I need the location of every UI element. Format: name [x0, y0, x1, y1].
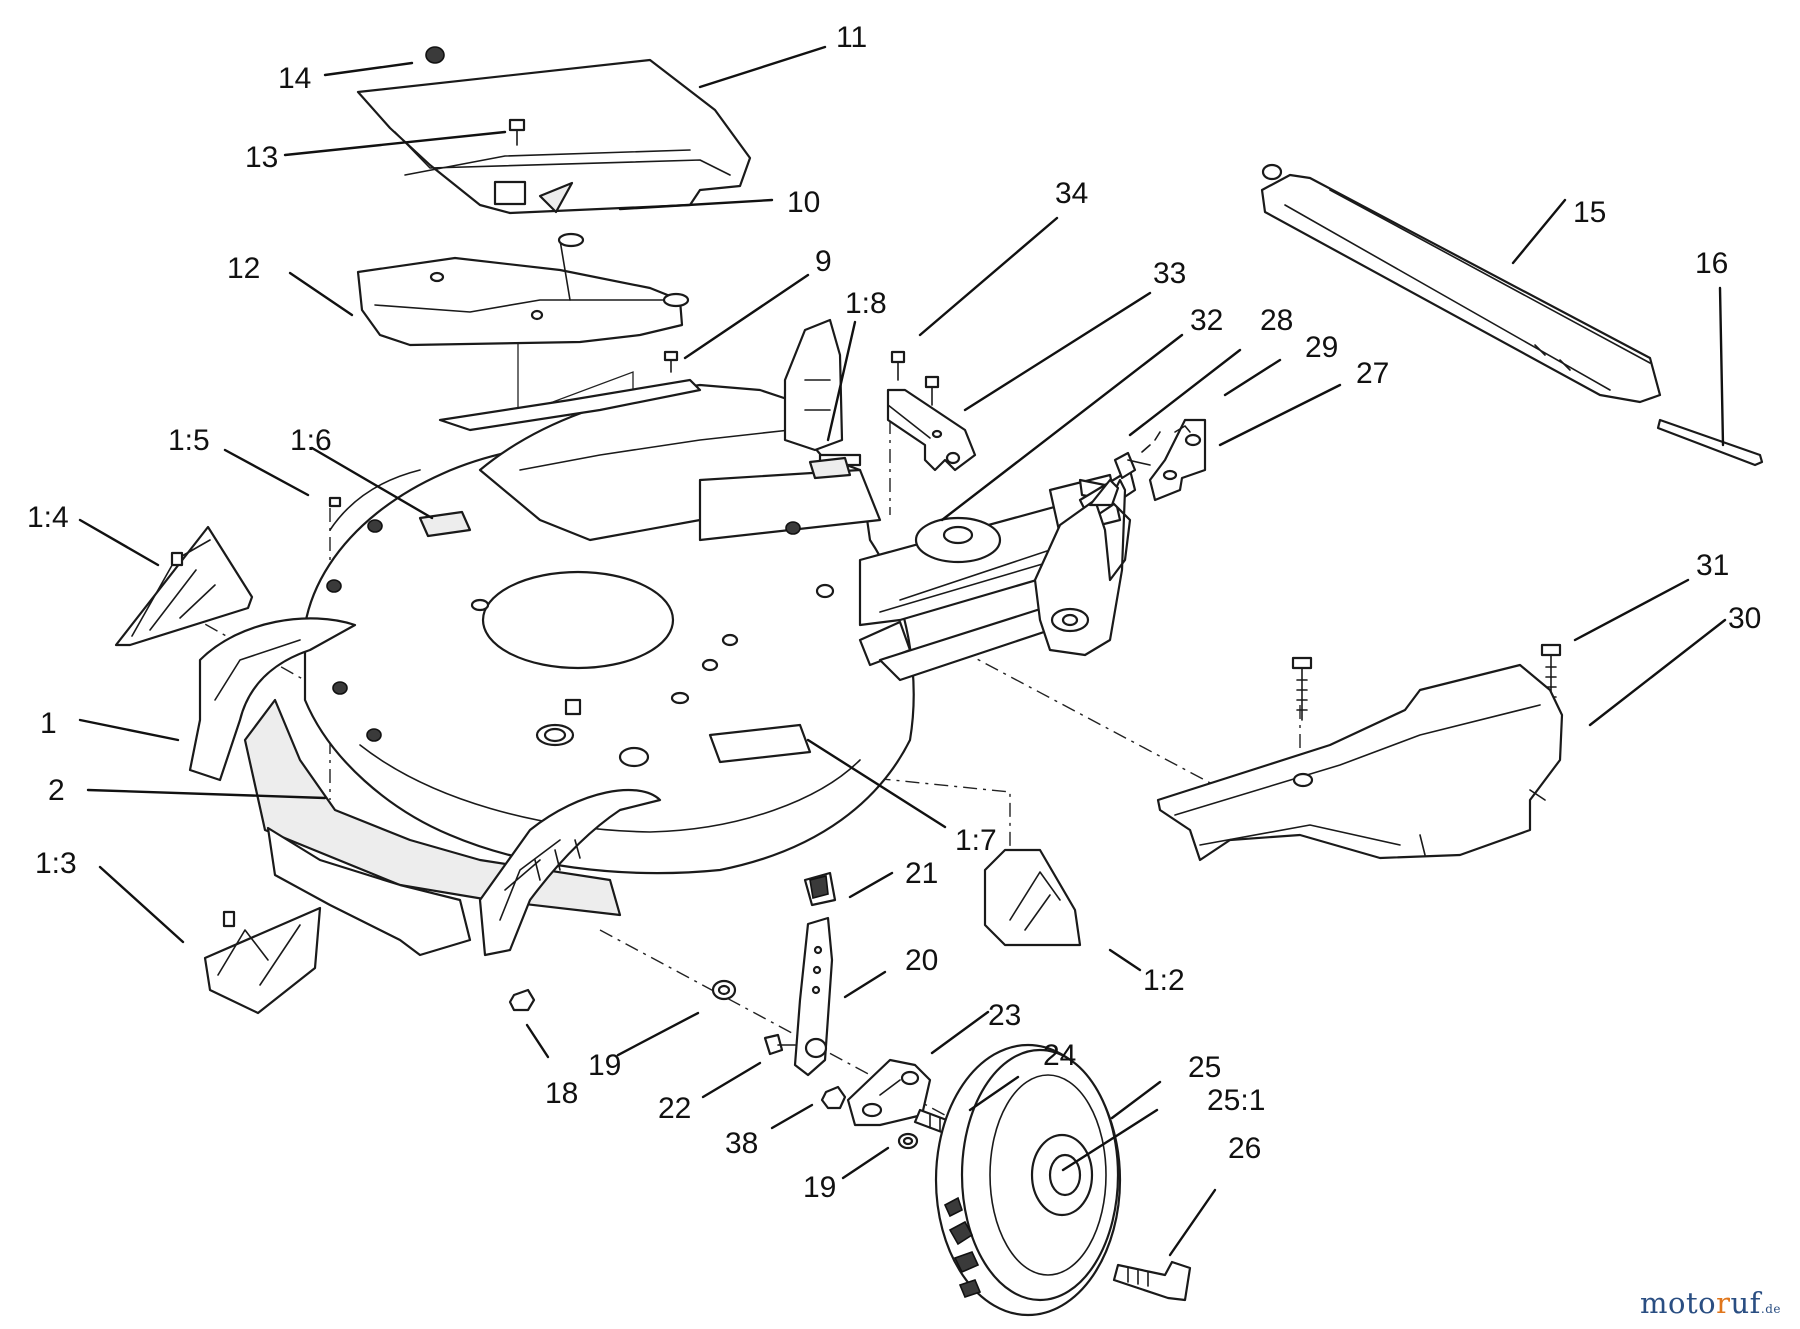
part-1-front-bumper [188, 617, 662, 957]
callout-32: 32 [1190, 304, 1223, 337]
callout-18: 18 [545, 1077, 578, 1110]
brand-tld: .de [1760, 1302, 1781, 1316]
part-9-screw [663, 350, 679, 373]
callout-27: 27 [1356, 357, 1389, 390]
callout-1-8: 1:8 [845, 287, 887, 320]
brand-suffix: uf [1730, 1286, 1761, 1320]
callout-25-1: 25:1 [1207, 1084, 1265, 1117]
part-12-chute-base [356, 232, 690, 347]
callout-28: 28 [1260, 304, 1293, 337]
callout-1: 1 [40, 707, 57, 740]
callout-1-5: 1:5 [168, 424, 210, 457]
brand-prefix: moto [1640, 1286, 1717, 1320]
right-side-plate [1033, 478, 1132, 657]
callout-1-4: 1:4 [27, 501, 69, 534]
part-20-height-bracket [793, 916, 834, 1077]
part-23-wheel-arm [846, 1058, 932, 1127]
part-21-clip [803, 871, 837, 907]
part-1-4-baffle [114, 525, 254, 647]
callout-9: 9 [815, 245, 832, 278]
deck-hardware [326, 496, 835, 742]
part-25-wheel [934, 1043, 1122, 1317]
callout-26: 26 [1228, 1132, 1261, 1165]
callout-2: 2 [48, 774, 65, 807]
callout-16: 16 [1695, 247, 1728, 280]
brand-highlight: r [1716, 1286, 1731, 1320]
callout-24: 24 [1043, 1039, 1076, 1072]
callout-38: 38 [725, 1127, 758, 1160]
callout-12: 12 [227, 252, 260, 285]
callout-33: 33 [1153, 257, 1186, 290]
part-15-handle [1260, 163, 1662, 404]
callout-31: 31 [1696, 549, 1729, 582]
part-13-screw [508, 118, 526, 146]
callout-29: 29 [1305, 331, 1338, 364]
part-1-3-baffle [203, 906, 322, 1015]
callout-15: 15 [1573, 196, 1606, 229]
part-26-wheel-bolt [1112, 1260, 1192, 1302]
callout-1-2: 1:2 [1143, 964, 1185, 997]
callout-25: 25 [1188, 1051, 1221, 1084]
part-14-knob [425, 46, 445, 64]
callout-1-6: 1:6 [290, 424, 332, 457]
callout-23: 23 [988, 999, 1021, 1032]
callout-19-a: 19 [588, 1049, 621, 1082]
callout-20: 20 [905, 944, 938, 977]
part-31-bolts [1291, 643, 1562, 721]
part-1-2-baffle [983, 848, 1082, 947]
callout-10: 10 [787, 186, 820, 219]
callout-19-b: 19 [803, 1171, 836, 1204]
part-33-bracket [886, 388, 977, 472]
rear-housing [438, 318, 882, 542]
brand-watermark: motoruf.de [1640, 1286, 1781, 1320]
hardware-nuts-washers [508, 979, 919, 1150]
callout-1-3: 1:3 [35, 847, 77, 880]
callout-11: 11 [836, 21, 867, 54]
callout-14: 14 [278, 62, 311, 95]
callout-21: 21 [905, 857, 938, 890]
callout-1-7: 1:7 [955, 824, 997, 857]
part-34-bolts [890, 350, 940, 406]
leader-lines [78, 45, 1727, 1257]
callout-22: 22 [658, 1092, 691, 1125]
part-11-chute-cover [356, 58, 752, 215]
callout-labels: 14 11 13 10 12 9 1:8 34 33 32 28 29 27 1… [27, 21, 1761, 1204]
part-30-rear-cover [1156, 663, 1564, 862]
part-16-rod [1656, 418, 1764, 467]
callout-34: 34 [1055, 177, 1088, 210]
part-27-bracket [1113, 418, 1207, 502]
callout-30: 30 [1728, 602, 1761, 635]
callout-13: 13 [245, 141, 278, 174]
